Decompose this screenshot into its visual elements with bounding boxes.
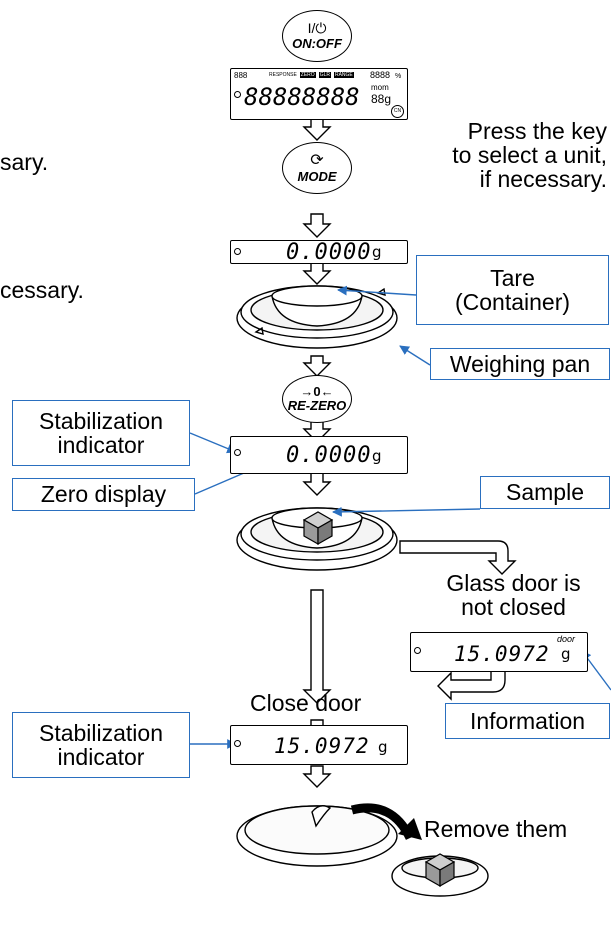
mode-instruction-line-1: Press the key <box>467 118 607 144</box>
weighing-pan-3 <box>236 805 398 867</box>
zero-display-1: 0.0000 g <box>230 240 408 265</box>
leader-weighing-pan <box>399 345 431 366</box>
lcd-left-small: 888 <box>234 71 248 80</box>
mode-key-label: MODE <box>297 168 337 184</box>
weighing-pan-1 <box>236 285 398 349</box>
callout-weighing-pan: Weighing pan <box>430 348 610 380</box>
callout-tare-line-1: Tare <box>490 264 535 291</box>
zero-display-2: 0.0000 g <box>230 436 408 474</box>
lcd-label-zero: ZERO <box>299 72 316 78</box>
lcd-stability-dot <box>234 91 241 98</box>
callout-tare: Tare (Container) <box>416 255 609 325</box>
callout-sample: Sample <box>480 476 610 509</box>
flow-arrow-8 <box>302 765 332 788</box>
sample-cube-2 <box>424 853 456 888</box>
stability-dot-door <box>414 647 421 654</box>
lcd-right-small: 8888 <box>370 70 391 80</box>
lcd-label-response: RESPONSE <box>269 72 297 78</box>
mode-instruction: Press the key to select a unit, if neces… <box>452 118 607 193</box>
door-display-unit: g <box>561 645 571 663</box>
zero-display-2-value: 0.0000 <box>286 443 372 468</box>
stability-dot-final <box>234 740 241 747</box>
callout-stabilization-2-line-2: indicator <box>57 744 145 770</box>
glass-door-line-2: not closed <box>461 594 566 621</box>
lcd-percent: % <box>395 73 402 80</box>
stability-dot-1 <box>234 248 241 255</box>
branch-arrow-back <box>437 669 506 701</box>
stability-dot-2 <box>234 449 241 456</box>
door-display-flag: door <box>557 634 576 644</box>
onoff-key-label: ON:OFF <box>292 35 342 51</box>
mode-instruction-line-2: to select a unit, <box>452 142 607 169</box>
callout-stabilization-2: Stabilization indicator <box>12 712 190 778</box>
callout-stabilization-2-line-1: Stabilization <box>38 719 164 746</box>
flow-arrow-3 <box>302 261 332 285</box>
cycle-icon: ⟳ <box>310 152 324 170</box>
callout-zero-display: Zero display <box>12 478 195 511</box>
door-display: 15.0972 door g <box>410 632 588 672</box>
branch-arrow-right <box>399 540 517 575</box>
door-display-value: 15.0972 <box>454 642 550 666</box>
callout-stabilization-1-line-2: indicator <box>57 432 145 458</box>
flow-arrow-2 <box>302 213 332 238</box>
zero-display-1-value: 0.0000 <box>286 240 372 265</box>
flow-arrow-6 <box>302 471 332 496</box>
rezero-key[interactable]: →0← RE-ZERO <box>282 375 352 423</box>
mode-instruction-line-3: if necessary. <box>479 166 607 193</box>
lcd-main-digits: 88888888 <box>244 83 360 111</box>
left-text-fragment-1: sary. <box>0 149 49 175</box>
lcd-mom: mom <box>371 83 389 92</box>
lcd-unit-block: 88g <box>371 92 392 106</box>
close-door-text: Close door <box>250 690 362 716</box>
callout-tare-line-2: (Container) <box>454 289 571 315</box>
onoff-key[interactable]: I/⏻ ON:OFF <box>282 10 352 62</box>
zero-display-2-unit: g <box>372 447 382 465</box>
leader-sample <box>332 506 481 517</box>
callout-stabilization-1-line-1: Stabilization <box>38 407 164 434</box>
lcd-label-glr: GLR <box>318 72 331 78</box>
callout-stabilization-1: Stabilization indicator <box>12 400 190 466</box>
sample-cube-1 <box>302 511 334 546</box>
flow-arrow-4 <box>302 355 332 377</box>
rezero-icon: →0← <box>300 383 334 399</box>
leader-tare <box>337 285 417 296</box>
lcd-all-segments: 888 RESPONSE ZERO GLR RANGE 8888 % 88888… <box>230 68 408 120</box>
flow-arrow-long <box>302 589 332 704</box>
flow-arrow-1 <box>302 118 332 141</box>
leader-stabilization-1 <box>189 432 237 454</box>
remove-them-text: Remove them <box>424 816 568 842</box>
rezero-key-label: RE-ZERO <box>287 398 347 413</box>
final-display-unit: g <box>378 738 388 756</box>
lcd-cal-mark: CN <box>391 105 404 118</box>
glass-door-line-1: Glass door is <box>446 570 581 596</box>
lcd-label-range: RANGE <box>333 72 354 78</box>
final-display: 15.0972 g <box>230 725 408 765</box>
left-text-fragment-2: cessary. <box>0 277 84 303</box>
final-display-value: 15.0972 <box>274 734 370 758</box>
zero-display-1-unit: g <box>372 243 382 261</box>
glass-door-text: Glass door is not closed <box>416 571 611 619</box>
lcd-labels: RESPONSE ZERO GLR RANGE <box>269 72 354 78</box>
callout-information: Information <box>445 703 610 739</box>
power-icon: I/⏻ <box>307 20 327 37</box>
mode-key[interactable]: ⟳ MODE <box>282 142 352 194</box>
